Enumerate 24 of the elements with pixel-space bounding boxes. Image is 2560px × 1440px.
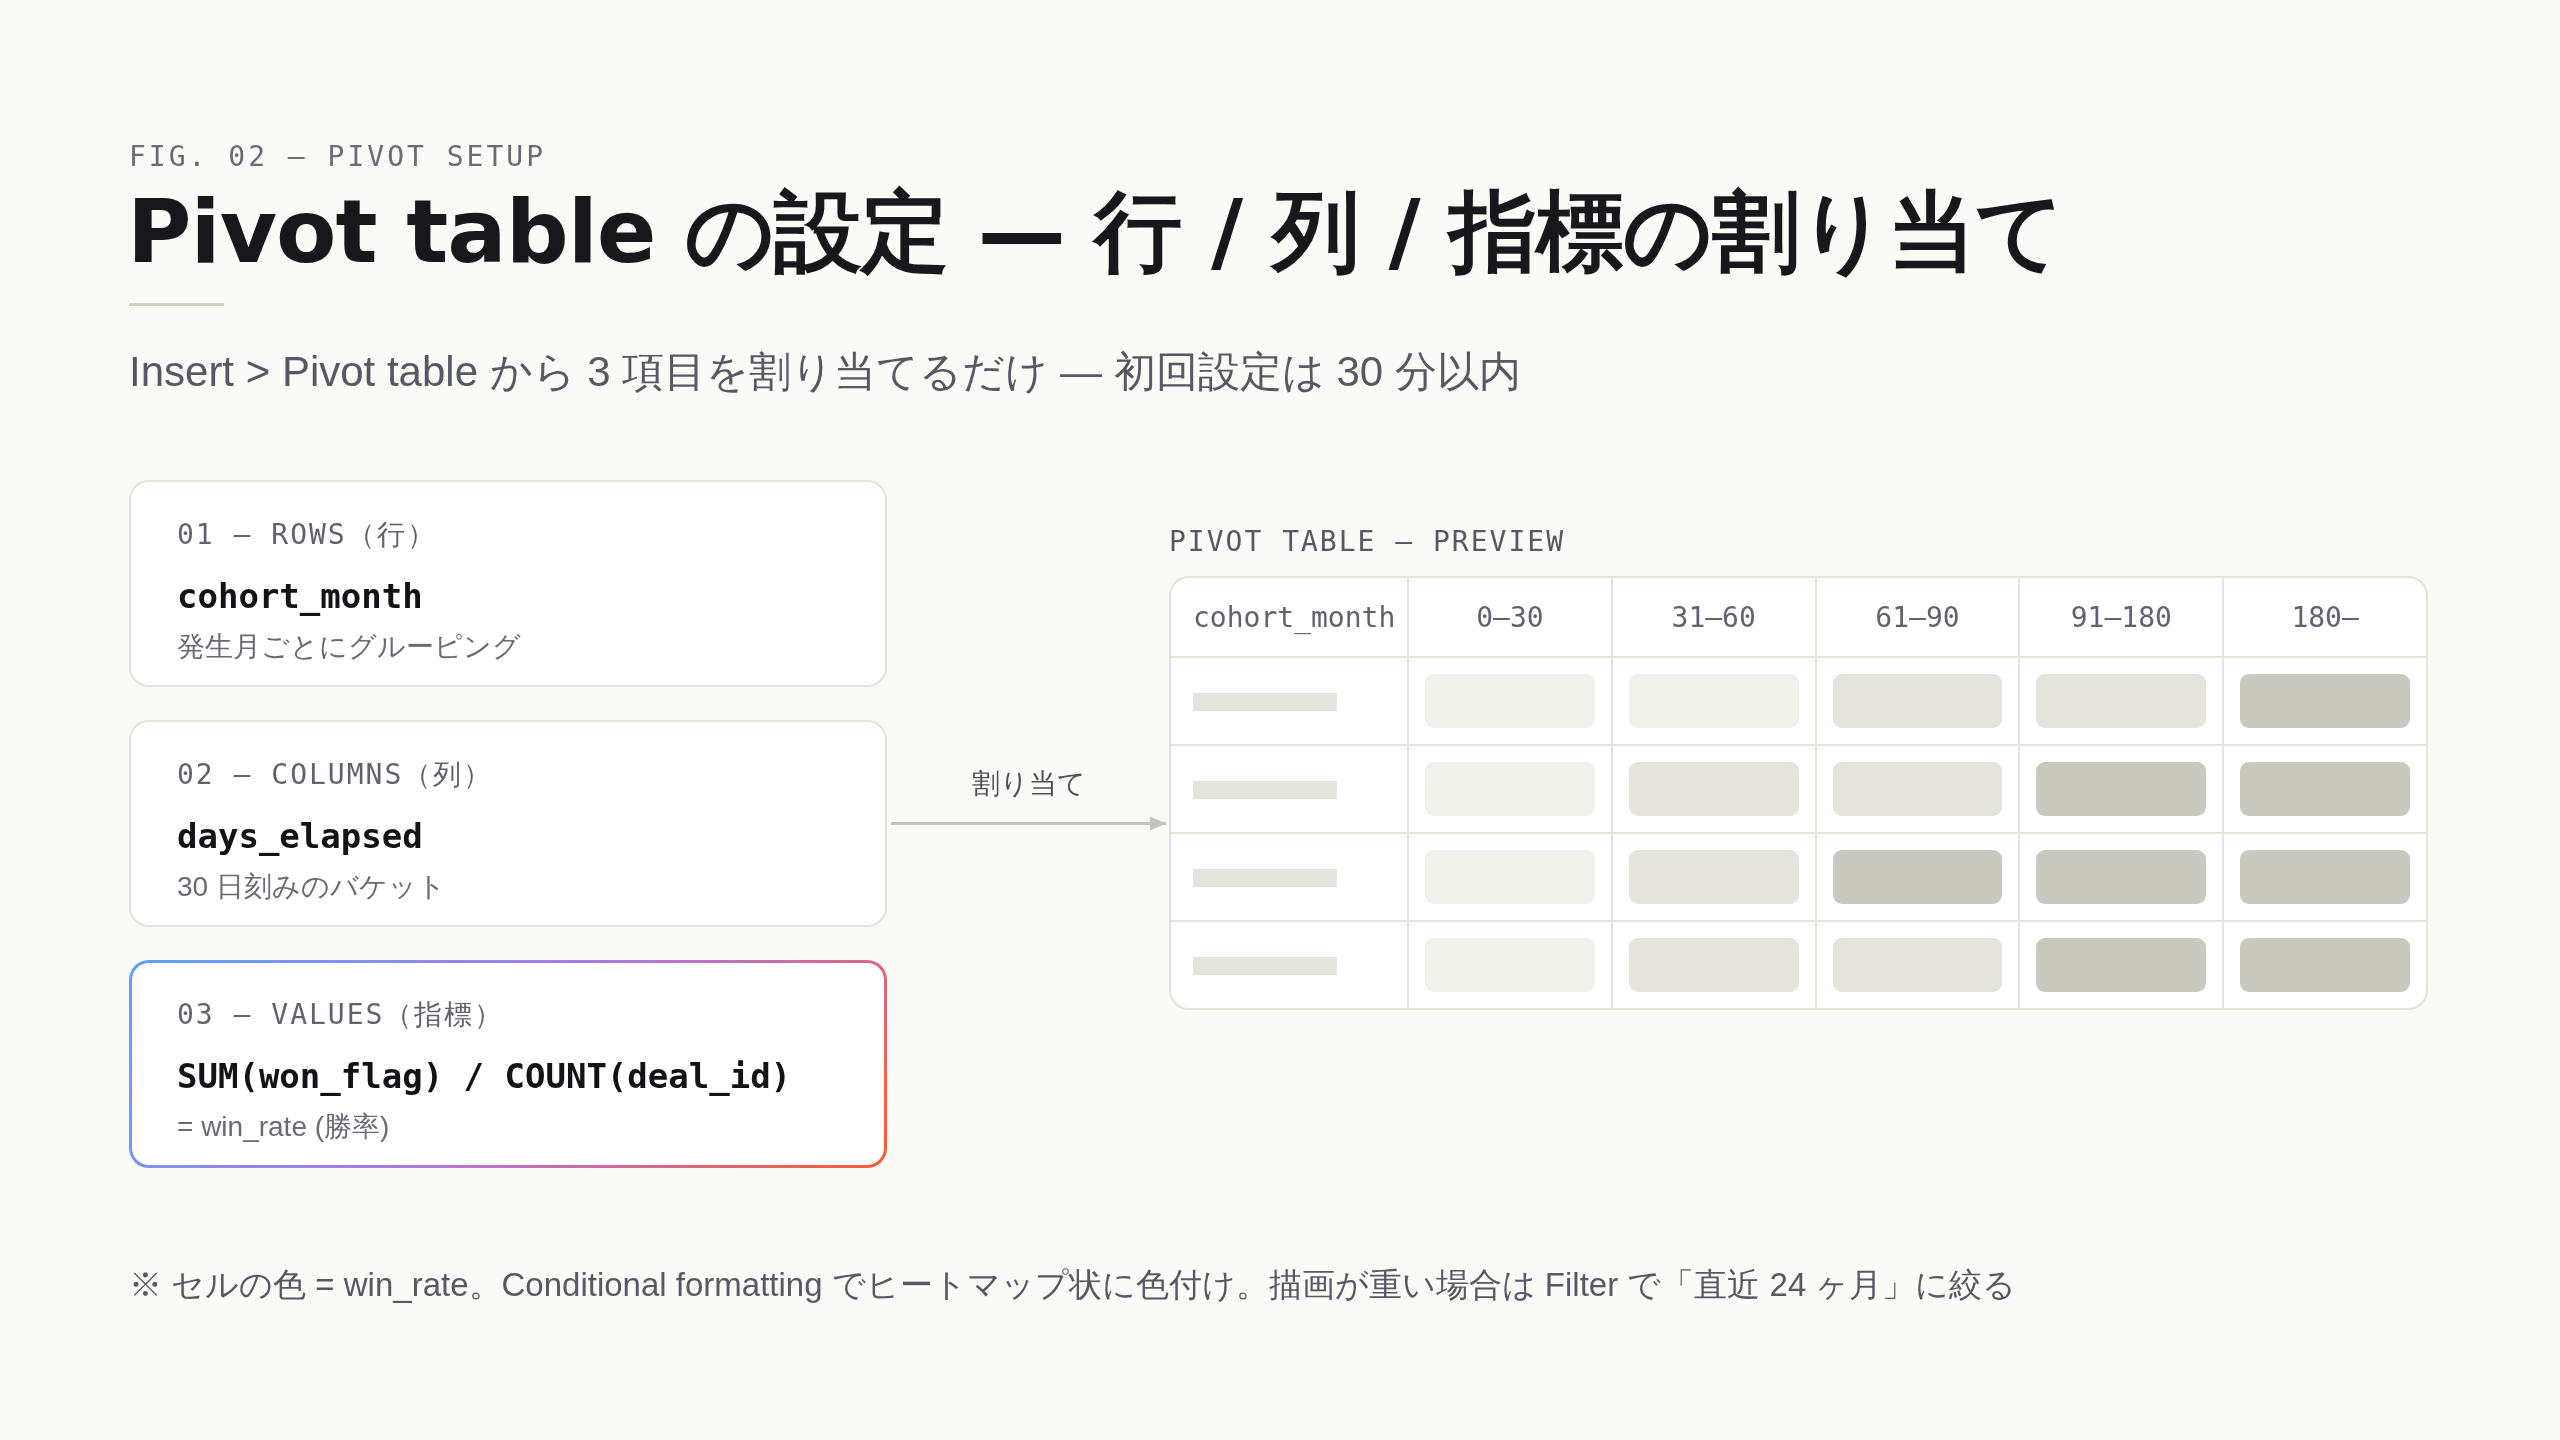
column-header: 61–90 [1816,578,2019,656]
subtitle: Insert > Pivot table から 3 項目を割り当てるだけ — 初回設定は 30 分以内 [129,347,1521,397]
section-heading: PIVOT TABLE — PREVIEW [1169,524,1565,560]
field-name: cohort_month [177,575,423,618]
field-description: = win_rate (勝率) [177,1110,390,1144]
column-header: 180– [2224,578,2426,656]
arrow [891,816,1166,831]
step-label: 01 — ROWS（行） [177,517,437,553]
field-description: 発生月ごとにグルーピング [177,630,521,664]
column-header: 91–180 [2020,578,2223,656]
step-label: 02 — COLUMNS（列） [177,757,494,793]
field-name: days_elapsed [177,815,423,858]
field-name: SUM(won_flag) / COUNT(deal_id) [177,1055,792,1098]
field-card [129,720,887,927]
title: Pivot table の設定 — 行 / 列 / 指標の割り当て [127,179,2065,285]
field-card [129,480,887,687]
column-header: cohort_month [1171,578,1407,656]
column-header: 31–60 [1612,578,1815,656]
field-card [129,960,887,1168]
step-label: 03 — VALUES（指標） [177,997,505,1033]
figure-label: FIG. 02 — PIVOT SETUP [129,139,546,175]
column-header: 0–30 [1409,578,1611,656]
footnote: ※ セルの色 = win_rate。Conditional formatting でヒートマップ状に色付け。描画が重い場合は Filter で「直近 24 ヶ月」に絞る [129,1265,2017,1305]
field-description: 30 日刻みのバケット [177,870,446,904]
